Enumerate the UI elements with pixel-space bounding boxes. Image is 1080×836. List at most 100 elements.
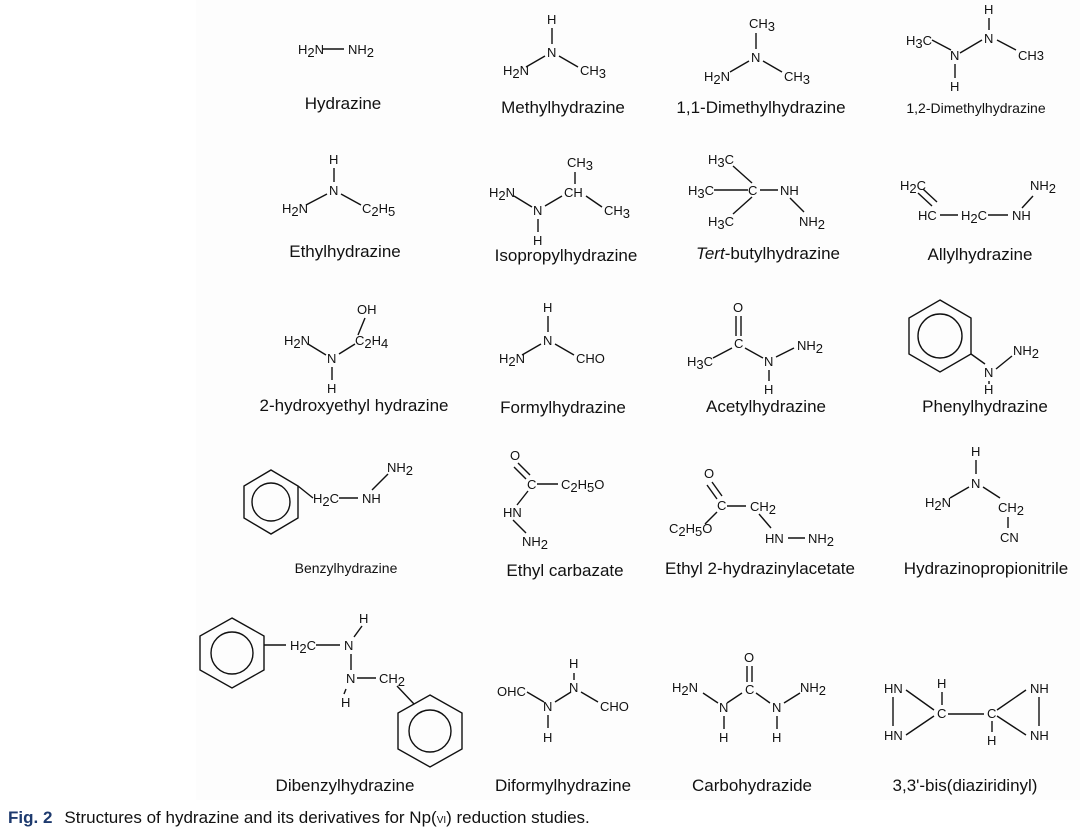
svg-text:H: H xyxy=(341,695,350,710)
svg-text:C: C xyxy=(527,477,536,492)
svg-text:CH3: CH3 xyxy=(604,203,630,221)
hydrazine-structure: H2N NH2 xyxy=(298,42,374,60)
tertbutylhydrazine-structure: H3C H3C C H3C NH NH2 xyxy=(688,152,825,232)
svg-text:CH3: CH3 xyxy=(1018,48,1044,63)
svg-text:C: C xyxy=(734,336,743,351)
svg-text:C: C xyxy=(937,706,946,721)
svg-text:H2N: H2N xyxy=(499,351,525,369)
svg-text:NH2: NH2 xyxy=(800,680,826,698)
ethylhydrazinylacetate-structure: O C CH2 HN NH2 C2H5O xyxy=(669,466,834,549)
isopropylhydrazine-structure: H2N N H CH CH3 CH3 xyxy=(489,155,630,248)
label-hydroxyethyl: 2-hydroxyethyl hydrazine xyxy=(259,396,449,415)
svg-text:HC: HC xyxy=(918,208,937,223)
svg-text:NH2: NH2 xyxy=(522,534,548,552)
svg-text:H: H xyxy=(329,152,338,167)
dimethyl12-structure: H N H3C N CH3 H xyxy=(906,2,1044,94)
svg-text:OHC: OHC xyxy=(497,684,526,699)
caption-text: Structures of hydrazine and its derivati… xyxy=(64,808,437,827)
svg-text:CN: CN xyxy=(1000,530,1019,545)
svg-text:CH2: CH2 xyxy=(998,500,1024,518)
svg-text:H: H xyxy=(984,382,993,397)
svg-text:N: N xyxy=(984,365,993,380)
label-hydrazine: Hydrazine xyxy=(304,94,382,113)
svg-text:HN: HN xyxy=(503,505,522,520)
svg-text:NH: NH xyxy=(362,491,381,506)
bisdiaziridinyl-structure: HN HN C H C H NH NH xyxy=(884,676,1049,748)
svg-text:HN: HN xyxy=(765,531,784,546)
svg-text:H: H xyxy=(569,656,578,671)
svg-text:CHO: CHO xyxy=(576,351,605,366)
svg-text:N: N xyxy=(772,700,781,715)
label-tertbutylhydrazine: Tert-butylhydrazine xyxy=(696,244,840,264)
label-hydrazinopropionitrile: Hydrazinopropionitrile xyxy=(903,559,1069,578)
svg-text:N: N xyxy=(329,183,338,198)
ethylcarbazate-structure: O C C2H5O HN NH2 xyxy=(503,448,604,552)
label-ethylhydrazinylacetate: Ethyl 2-hydrazinylacetate xyxy=(665,559,855,578)
ethylhydrazine-structure: H N H2N C2H5 xyxy=(282,152,395,219)
svg-text:H: H xyxy=(719,730,728,745)
acetylhydrazine-structure: O C H3C N H NH2 xyxy=(687,300,823,397)
svg-text:C2H5O: C2H5O xyxy=(561,477,604,495)
svg-text:O: O xyxy=(704,466,714,481)
svg-text:O: O xyxy=(744,650,754,665)
svg-text:N: N xyxy=(764,354,773,369)
svg-text:H: H xyxy=(971,444,980,459)
svg-text:N: N xyxy=(543,333,552,348)
dimethyl11-structure: CH3 N H2N CH3 xyxy=(704,16,810,87)
svg-text:HN: HN xyxy=(884,728,903,743)
svg-text:CH3: CH3 xyxy=(580,63,606,81)
label-tertbutyl-prefix: Tert xyxy=(696,244,725,263)
caption-oxidation-state: vi xyxy=(436,810,447,826)
svg-text:NH2: NH2 xyxy=(808,531,834,549)
svg-text:N: N xyxy=(344,638,353,653)
label-acetylhydrazine: Acetylhydrazine xyxy=(705,397,827,416)
svg-text:H2N: H2N xyxy=(284,333,310,351)
svg-text:H2C: H2C xyxy=(961,208,987,226)
svg-text:CH3: CH3 xyxy=(749,16,775,34)
svg-text:CH3: CH3 xyxy=(784,69,810,87)
svg-text:H2N: H2N xyxy=(503,63,529,81)
svg-text:NH2: NH2 xyxy=(1013,343,1039,361)
svg-text:H2N: H2N xyxy=(298,42,324,60)
svg-text:H2N: H2N xyxy=(672,680,698,698)
svg-text:N: N xyxy=(950,48,959,63)
svg-text:H: H xyxy=(533,233,542,248)
label-benzylhydrazine: Benzylhydrazine xyxy=(294,560,398,576)
label-phenylhydrazine: Phenylhydrazine xyxy=(922,397,1048,416)
label-carbohydrazide: Carbohydrazide xyxy=(691,776,813,795)
benzylhydrazine-structure: H2C NH NH2 xyxy=(243,460,413,535)
label-dimethyl11: 1,1-Dimethylhydrazine xyxy=(676,98,846,117)
svg-text:C: C xyxy=(745,682,754,697)
svg-text:N: N xyxy=(719,700,728,715)
svg-text:H: H xyxy=(772,730,781,745)
figure-panel xyxy=(196,0,1080,800)
svg-text:C2H4: C2H4 xyxy=(355,333,388,351)
svg-text:H2N: H2N xyxy=(282,201,308,219)
svg-text:N: N xyxy=(984,31,993,46)
svg-text:OH: OH xyxy=(357,302,377,317)
svg-text:HN: HN xyxy=(884,681,903,696)
svg-text:C: C xyxy=(748,183,757,198)
svg-text:H: H xyxy=(543,730,552,745)
svg-text:H2C: H2C xyxy=(900,178,926,196)
label-diformylhydrazine: Diformylhydrazine xyxy=(494,776,632,795)
svg-text:H: H xyxy=(987,733,996,748)
svg-text:H: H xyxy=(543,300,552,315)
dibenzylhydrazine-structure: H2C N H N H CH2 xyxy=(199,611,463,768)
svg-text:NH2: NH2 xyxy=(1030,178,1056,196)
svg-text:C2H5O: C2H5O xyxy=(669,521,712,539)
hydrazinopropionitrile-structure: H N H2N CH2 CN xyxy=(925,444,1024,545)
svg-text:NH: NH xyxy=(780,183,799,198)
svg-text:N: N xyxy=(346,671,355,686)
svg-text:N: N xyxy=(327,351,336,366)
label-dibenzylhydrazine: Dibenzylhydrazine xyxy=(275,776,415,795)
svg-text:H: H xyxy=(937,676,946,691)
allylhydrazine-structure: H2C HC H2C NH NH2 xyxy=(900,178,1056,226)
label-formylhydrazine: Formylhydrazine xyxy=(500,398,626,417)
caption-text-end: ) reduction studies. xyxy=(446,808,590,827)
formylhydrazine-structure: H N H2N CHO xyxy=(499,300,605,369)
svg-text:CHO: CHO xyxy=(600,699,629,714)
svg-text:C: C xyxy=(987,706,996,721)
svg-text:H2C: H2C xyxy=(290,638,316,656)
